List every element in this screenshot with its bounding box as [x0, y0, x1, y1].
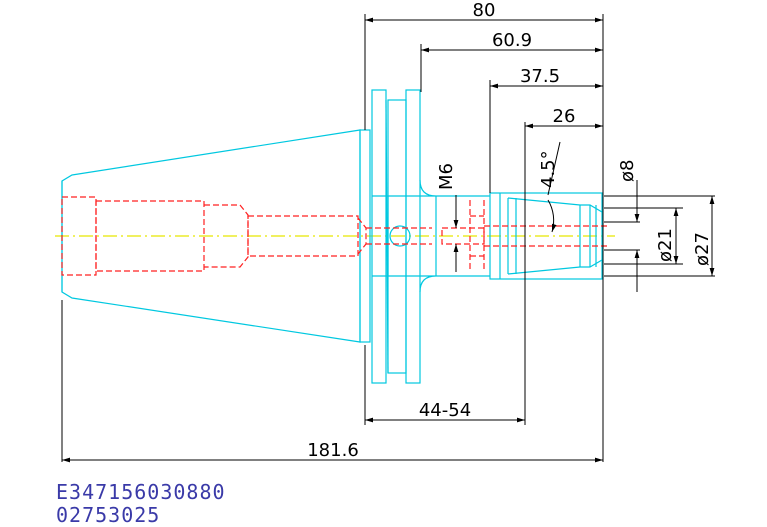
- dim-60-9: 60.9: [492, 30, 532, 51]
- dim-dia-27: ø27: [692, 232, 713, 266]
- dim-taper-angle: 4.5°: [538, 150, 559, 188]
- part-number: E347156030880: [56, 480, 226, 504]
- dim-181-6: 181.6: [307, 440, 359, 461]
- hidden-internal-features: [61, 196, 610, 276]
- dim-26: 26: [553, 106, 576, 127]
- dim-m6: M6: [436, 163, 457, 190]
- dim-dia-8: ø8: [617, 160, 638, 182]
- dim-44-54: 44-54: [419, 400, 471, 421]
- tool-holder-outline: [61, 89, 603, 384]
- dim-80: 80: [473, 0, 496, 21]
- dim-37-5: 37.5: [520, 66, 560, 87]
- order-number: 02753025: [56, 503, 161, 527]
- dim-dia-21: ø21: [655, 228, 676, 262]
- dimension-lines: [61, 14, 715, 463]
- dimension-labels: 80 60.9 37.5 26 44-54 181.6 M6 4.5° ø8 ø…: [307, 0, 713, 461]
